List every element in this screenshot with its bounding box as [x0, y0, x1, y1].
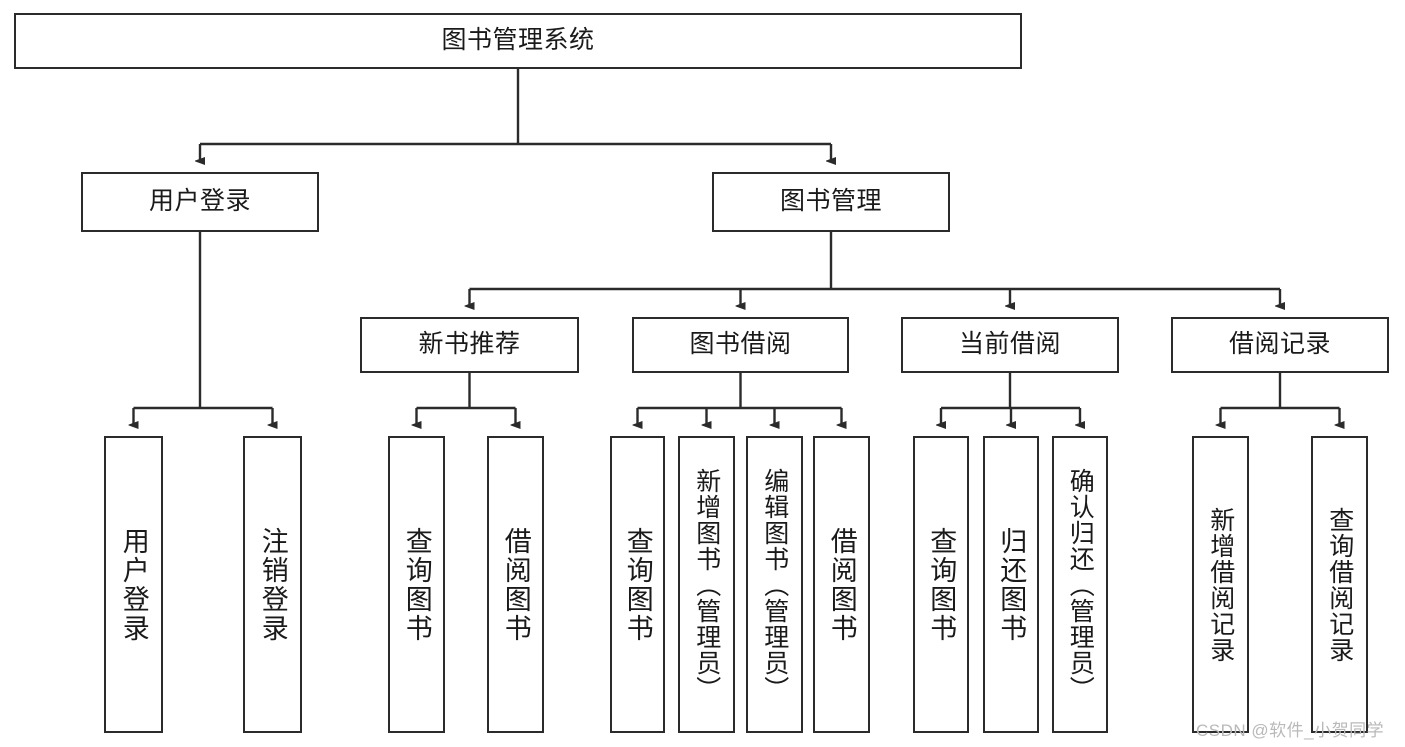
node-leaf-borrow-book-borrow[interactable]: 借阅图书 — [813, 436, 870, 733]
node-label: 查询图书 — [401, 526, 432, 643]
node-label: 确认归还（管理员） — [1066, 467, 1095, 702]
node-leaf-borrow-book-rec[interactable]: 借阅图书 — [487, 436, 544, 733]
node-borrow-record[interactable]: 借阅记录 — [1171, 317, 1389, 373]
node-leaf-logout[interactable]: 注销登录 — [243, 436, 302, 733]
csdn-watermark: CSDN @软件_小贺同学 — [1196, 721, 1385, 740]
node-label: 查询图书 — [926, 526, 957, 643]
node-label: 新书推荐 — [418, 330, 521, 359]
node-label: 借阅记录 — [1228, 330, 1331, 359]
node-leaf-query-book-rec[interactable]: 查询图书 — [388, 436, 445, 733]
node-label: 借阅图书 — [826, 526, 857, 643]
node-new-book-recommend[interactable]: 新书推荐 — [360, 317, 579, 373]
node-leaf-add-book[interactable]: 新增图书（管理员） — [678, 436, 735, 733]
node-label: 注销登录 — [257, 526, 288, 643]
node-label: 用户登录 — [118, 526, 149, 643]
node-leaf-query-record[interactable]: 查询借阅记录 — [1311, 436, 1368, 733]
node-label: 查询借阅记录 — [1325, 506, 1354, 663]
node-leaf-edit-book[interactable]: 编辑图书（管理员） — [746, 436, 803, 733]
node-leaf-return-book[interactable]: 归还图书 — [983, 436, 1039, 733]
node-label: 编辑图书（管理员） — [760, 467, 789, 702]
node-book-borrow[interactable]: 图书借阅 — [632, 317, 849, 373]
node-label: 图书借阅 — [689, 330, 792, 359]
node-label: 图书管理系统 — [441, 26, 595, 55]
node-label: 用户登录 — [148, 187, 251, 216]
node-root[interactable]: 图书管理系统 — [14, 13, 1022, 69]
node-label: 归还图书 — [996, 526, 1027, 643]
node-leaf-confirm-return[interactable]: 确认归还（管理员） — [1052, 436, 1108, 733]
node-leaf-query-book-borrow[interactable]: 查询图书 — [610, 436, 665, 733]
node-label: 新增借阅记录 — [1206, 506, 1235, 663]
node-book-manage[interactable]: 图书管理 — [712, 172, 950, 232]
node-label: 借阅图书 — [500, 526, 531, 643]
node-label: 当前借阅 — [958, 330, 1061, 359]
node-label: 图书管理 — [779, 187, 882, 216]
node-label: 查询图书 — [622, 526, 653, 643]
node-leaf-user-login[interactable]: 用户登录 — [104, 436, 163, 733]
node-label: 新增图书（管理员） — [692, 467, 721, 702]
node-user-login[interactable]: 用户登录 — [81, 172, 319, 232]
node-current-borrow[interactable]: 当前借阅 — [901, 317, 1119, 373]
node-leaf-add-record[interactable]: 新增借阅记录 — [1192, 436, 1249, 733]
node-leaf-query-book-current[interactable]: 查询图书 — [913, 436, 969, 733]
